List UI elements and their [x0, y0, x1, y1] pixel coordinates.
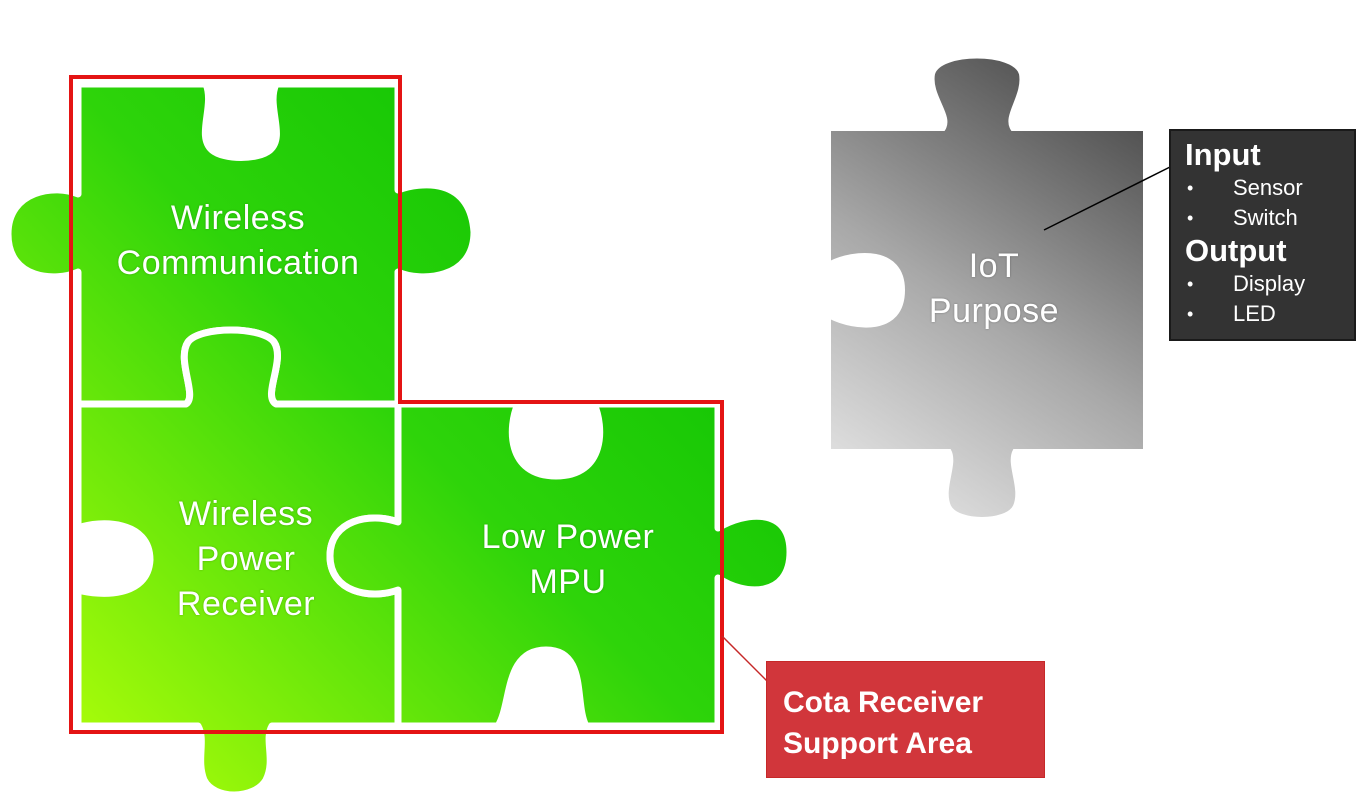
output-item-display: Display: [1185, 269, 1354, 299]
output-item-led: LED: [1185, 299, 1354, 329]
support-area-outline: [69, 75, 724, 734]
callout-line-2: Support Area: [783, 727, 972, 760]
wireless-communication-line-2: Communication: [116, 244, 360, 282]
low-power-mpu-line-1: Low Power: [481, 518, 655, 556]
iot-purpose-line-2: Purpose: [928, 292, 1060, 330]
low-power-mpu-label: Low Power MPU: [448, 515, 688, 605]
iot-purpose-piece: [829, 56, 1145, 519]
wireless-power-receiver-label: Wireless Power Receiver: [126, 492, 366, 627]
output-heading: Output: [1185, 233, 1287, 268]
wireless-power-receiver-line-1: Wireless: [178, 495, 314, 533]
input-heading: Input: [1185, 137, 1261, 172]
wireless-power-receiver-line-2: Power: [196, 540, 296, 578]
iot-purpose-line-1: IoT: [968, 247, 1020, 285]
callout-leader-line: [721, 635, 769, 683]
io-info-box: Input Sensor Switch Output Display LED: [1169, 129, 1356, 341]
input-item-sensor: Sensor: [1185, 173, 1354, 203]
wireless-communication-line-1: Wireless: [170, 199, 306, 237]
cota-receiver-callout: Cota Receiver Support Area: [766, 661, 1045, 778]
low-power-mpu-line-2: MPU: [529, 563, 607, 601]
info-pointer-line: [1043, 165, 1173, 231]
iot-purpose-label: IoT Purpose: [884, 244, 1104, 334]
green-puzzle-cluster: [4, 80, 794, 799]
wireless-power-receiver-line-3: Receiver: [176, 585, 316, 623]
wireless-communication-label: Wireless Communication: [98, 196, 378, 286]
low-power-mpu-piece: [326, 400, 794, 730]
callout-line-1: Cota Receiver: [783, 686, 984, 719]
input-item-switch: Switch: [1185, 203, 1354, 233]
